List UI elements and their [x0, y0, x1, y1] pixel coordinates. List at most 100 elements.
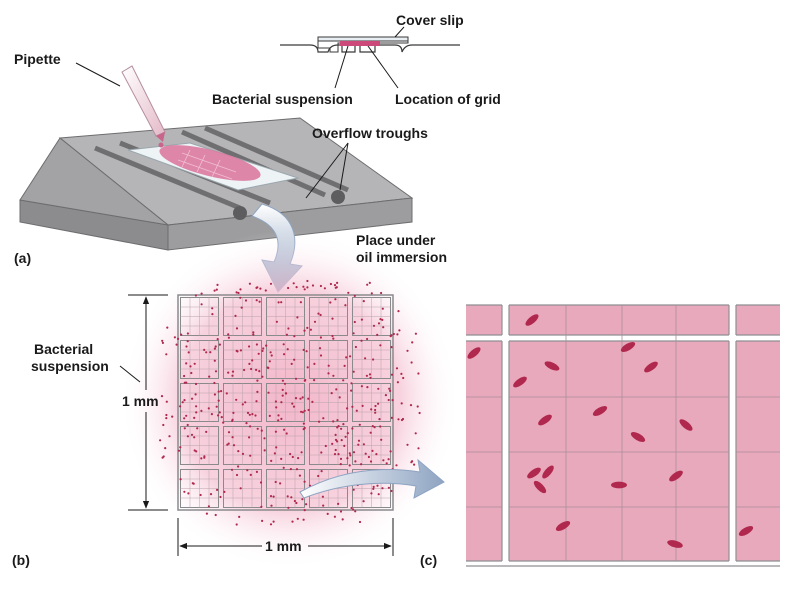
bacterium-dot — [360, 385, 363, 388]
bacterium-dot — [213, 289, 216, 292]
bacterium-dot — [323, 287, 326, 290]
troughs-leader-1 — [305, 142, 349, 199]
bacterium-dot — [227, 442, 230, 445]
bacterium-dot — [385, 462, 388, 465]
bacterium-dot — [248, 282, 251, 285]
bacterium-dot — [281, 379, 284, 382]
bacterial-suspension-leader — [119, 365, 141, 383]
bacterium-dot — [238, 515, 241, 519]
bacterium-dot — [299, 301, 302, 304]
bacterium-dot — [265, 344, 268, 347]
bacterium-dot — [286, 495, 289, 498]
bacterium-dot — [307, 408, 310, 412]
bacterium-dot — [352, 370, 355, 373]
bacterium-dot — [369, 460, 373, 463]
bacterium-dot — [329, 301, 332, 304]
bacterial-suspension-top-label: Bacterial suspension — [212, 91, 353, 107]
bacterium-dot — [378, 418, 381, 421]
bacterium-dot — [350, 506, 353, 510]
bacterium-dot — [346, 457, 349, 460]
bacterium-dot — [183, 490, 186, 493]
bacterium-dot — [193, 416, 196, 419]
bacterium-dot — [261, 519, 264, 523]
bacterium-dot — [237, 465, 240, 468]
bacterium-dot — [376, 333, 379, 336]
bacterium-dot — [245, 422, 248, 425]
bacterium-dot — [196, 427, 199, 430]
bacterium-dot — [293, 335, 296, 338]
bacterium-dot — [342, 379, 345, 382]
bacterium-dot — [166, 326, 169, 329]
bacterium-dot — [343, 444, 346, 447]
bacterium-dot — [227, 333, 230, 336]
bacterium-dot — [275, 406, 278, 409]
bacterium-dot — [267, 366, 270, 369]
bacterium-dot — [263, 437, 266, 440]
bacterium-dot — [340, 439, 343, 442]
bacterium-dot — [339, 463, 342, 466]
bacterium-dot — [357, 439, 361, 442]
bacterium-dot — [307, 397, 310, 400]
bacterium-dot — [397, 418, 400, 421]
bacterium-cell — [467, 347, 481, 359]
bacterium-dot — [380, 291, 383, 295]
bacterium-dot — [234, 314, 237, 317]
bacterium-dot — [334, 448, 337, 452]
bacterium-dot — [340, 427, 343, 430]
bacterium-dot — [361, 404, 364, 407]
bacterium-dot — [273, 452, 276, 455]
bacterial-label-1: Bacterial — [34, 341, 93, 357]
magnified-grid-c — [466, 304, 780, 567]
bacterium-dot — [396, 333, 399, 336]
bacterium-dot — [217, 390, 220, 393]
bacterium-dot — [165, 353, 168, 356]
bacterium-dot — [291, 402, 294, 405]
bacterium-dot — [286, 348, 289, 351]
bacterium-dot — [214, 513, 217, 517]
bacterium-dot — [180, 333, 183, 336]
bacterium-dot — [369, 431, 372, 434]
bacterium-dot — [371, 425, 374, 428]
bacterium-dot — [272, 495, 275, 498]
bacterium-dot — [213, 359, 216, 362]
bacterium-dot — [366, 283, 369, 286]
bacterium-dot — [282, 343, 285, 346]
bacterium-dot — [313, 320, 317, 323]
bacterium-dot — [241, 403, 244, 406]
bacterium-dot — [369, 376, 372, 379]
bacterium-dot — [358, 520, 362, 524]
bacterium-dot — [377, 387, 380, 390]
bacterium-dot — [397, 310, 400, 313]
bacterium-dot — [217, 414, 220, 417]
bacterium-dot — [303, 480, 306, 483]
part-b-label: (b) — [12, 552, 30, 568]
bacterium-cell — [525, 314, 539, 326]
bacterium-dot — [387, 398, 390, 402]
bacterium-dot — [257, 352, 260, 355]
bacterium-dot — [302, 422, 305, 425]
bacterium-dot — [331, 317, 334, 320]
bacterium-dot — [185, 362, 188, 365]
bacterium-dot — [305, 350, 308, 353]
bacterium-dot — [334, 298, 337, 301]
bacterium-dot — [267, 391, 270, 394]
bacterium-cell — [669, 470, 683, 482]
bacterium-dot — [227, 371, 230, 374]
bacterium-dot — [277, 301, 280, 304]
bacterium-dot — [185, 381, 188, 384]
bacterium-dot — [258, 300, 261, 303]
bacterium-dot — [193, 362, 196, 365]
bacterium-dot — [302, 518, 305, 521]
bacterium-dot — [332, 420, 335, 423]
bacterium-cell — [544, 361, 560, 371]
bacterium-dot — [165, 400, 168, 403]
bacterium-dot — [390, 334, 393, 337]
bacterium-dot — [360, 318, 363, 321]
bacterium-dot — [162, 423, 165, 427]
bacterium-dot — [268, 360, 271, 363]
bacterium-dot — [262, 347, 265, 350]
bacterium-dot — [373, 426, 376, 429]
bacterium-dot — [270, 354, 273, 357]
bacterium-dot — [327, 364, 330, 367]
bacterium-dot — [335, 388, 338, 391]
